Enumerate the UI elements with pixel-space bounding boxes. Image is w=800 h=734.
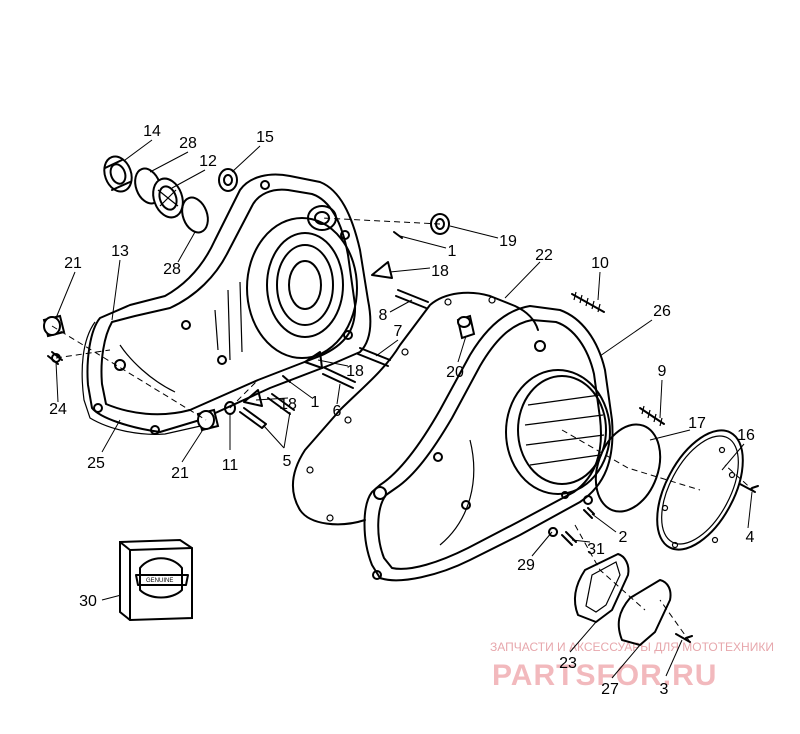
derby-cover bbox=[656, 429, 744, 551]
watermark: ЗАПЧАСТИ И АКСЕССУАРЫ ДЛЯ МОТОТЕХНИКИ PA… bbox=[490, 640, 774, 692]
spring-9 bbox=[639, 405, 665, 427]
inspection-cover bbox=[617, 579, 672, 646]
fitting-24 bbox=[47, 351, 63, 365]
callout-c13: 13 bbox=[111, 243, 129, 260]
svg-text:GENUINE: GENUINE bbox=[146, 578, 173, 584]
callout-c19: 19 bbox=[499, 233, 517, 250]
plug-31 bbox=[561, 531, 577, 546]
callout-c2: 2 bbox=[619, 529, 628, 546]
callout-c26: 26 bbox=[653, 303, 671, 320]
callout-c22: 22 bbox=[535, 247, 553, 264]
callout-c31: 31 bbox=[587, 541, 605, 558]
clips-18 bbox=[243, 261, 393, 407]
spring-10 bbox=[571, 291, 605, 313]
watermark-line2: PARTSFOR.RU bbox=[492, 659, 717, 692]
callout-c11: 11 bbox=[222, 457, 239, 474]
screw-4 bbox=[739, 483, 759, 493]
callout-c4: 4 bbox=[746, 529, 755, 546]
gasket-holes bbox=[306, 296, 496, 522]
callout-c18c: 18 bbox=[279, 396, 297, 413]
callout-c23: 23 bbox=[559, 655, 577, 672]
callout-c28a: 28 bbox=[179, 135, 197, 152]
dowel-pins-1 bbox=[282, 231, 403, 383]
leader-lines bbox=[55, 139, 753, 679]
callout-c27: 27 bbox=[601, 681, 619, 698]
plug-2 bbox=[583, 507, 595, 519]
callout-c8: 8 bbox=[379, 307, 388, 324]
callout-c28b: 28 bbox=[163, 261, 181, 278]
callout-c18b: 18 bbox=[346, 363, 364, 380]
retaining-ring-28b bbox=[181, 196, 209, 234]
callout-c10: 10 bbox=[591, 255, 609, 272]
callout-c15: 15 bbox=[256, 129, 274, 146]
dowel-20 bbox=[456, 314, 476, 340]
callout-c18a: 18 bbox=[431, 263, 449, 280]
callout-c1a: 1 bbox=[448, 243, 457, 260]
inner-gasket bbox=[81, 321, 206, 435]
callout-c5: 5 bbox=[283, 453, 292, 470]
callout-c20: 20 bbox=[446, 364, 464, 381]
callout-c29: 29 bbox=[517, 557, 535, 574]
callout-c25: 25 bbox=[87, 455, 105, 472]
callout-c9: 9 bbox=[658, 363, 667, 380]
callout-c14a: 14 bbox=[143, 123, 161, 140]
bearing-14 bbox=[103, 155, 133, 193]
callout-c21b: 21 bbox=[171, 465, 189, 482]
callout-c21a: 21 bbox=[64, 255, 82, 272]
callout-c24: 24 bbox=[49, 401, 67, 418]
callout-c6: 6 bbox=[333, 403, 342, 420]
inspection-gasket bbox=[573, 553, 630, 623]
seal-29 bbox=[548, 527, 559, 537]
derby-gasket bbox=[594, 423, 662, 513]
bolts-6-7-8 bbox=[322, 289, 429, 389]
seal-15 bbox=[218, 168, 238, 192]
callout-c7: 7 bbox=[394, 323, 403, 340]
watermark-line1: ЗАПЧАСТИ И АКСЕССУАРЫ ДЛЯ МОТОТЕХНИКИ bbox=[490, 640, 774, 654]
bolts-5 bbox=[239, 393, 295, 429]
callout-c17: 17 bbox=[688, 415, 706, 432]
outer-gasket bbox=[291, 291, 539, 511]
callout-c1b: 1 bbox=[311, 394, 320, 411]
bearing-12 bbox=[152, 177, 184, 219]
callout-c3: 3 bbox=[660, 681, 669, 698]
outer-primary-cover bbox=[363, 305, 614, 582]
bushing-21a bbox=[42, 314, 66, 338]
bushing-21b bbox=[196, 408, 220, 432]
callout-c16: 16 bbox=[737, 427, 755, 444]
assembly-lines bbox=[51, 217, 756, 643]
callout-c12: 12 bbox=[199, 153, 217, 170]
genuine-motor-parts-package-icon: GENUINE bbox=[119, 538, 193, 622]
inner-primary-housing bbox=[86, 173, 372, 435]
callout-c30: 30 bbox=[79, 593, 97, 610]
